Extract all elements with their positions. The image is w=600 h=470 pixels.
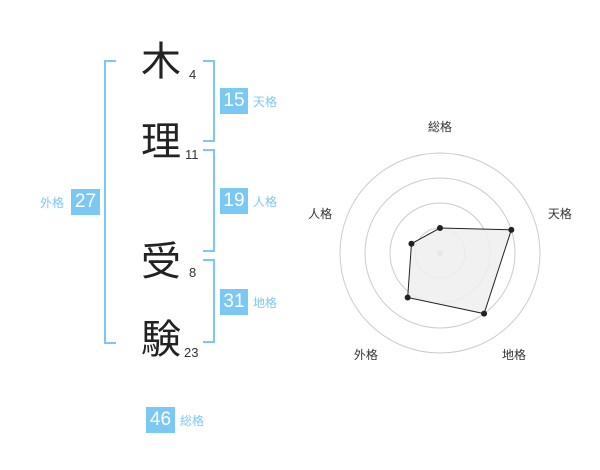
tenkaku-value: 15 <box>220 88 248 114</box>
jinkaku-bracket <box>203 149 215 252</box>
soukaku-value: 46 <box>146 407 175 433</box>
radar-axis-label-5: 人格 <box>308 206 332 221</box>
name-char-3: 受 <box>141 239 181 285</box>
radar-axis-label-4: 外格 <box>354 347 378 360</box>
tenkaku-bracket <box>203 60 215 142</box>
radar-point-3 <box>481 310 488 317</box>
radar-data-area <box>407 227 513 315</box>
gaikaku-label: 外格 <box>40 196 65 210</box>
stroke-count-2: 11 <box>185 147 199 162</box>
radar-axis-label-2: 天格 <box>548 206 572 221</box>
radar-point-4 <box>404 294 411 301</box>
radar-axis-label-3: 地格 <box>502 347 526 360</box>
gaikaku-bracket <box>104 60 116 344</box>
name-char-1: 木 <box>141 39 181 85</box>
radar-point-5 <box>408 240 415 247</box>
radar-ring-4 <box>339 152 541 354</box>
name-char-4: 験 <box>141 317 181 363</box>
jinkaku-value: 19 <box>220 188 248 214</box>
chikaku-value: 31 <box>220 289 248 315</box>
tenkaku-label: 天格 <box>253 95 278 109</box>
stroke-count-1: 4 <box>189 67 197 82</box>
name-char-2: 理 <box>141 119 181 165</box>
chikaku-bracket <box>203 259 215 343</box>
radar-axis-label-1: 総格 <box>428 119 452 134</box>
radar-ring-3 <box>364 177 516 329</box>
radar-point-2 <box>508 226 515 233</box>
radar-point-1 <box>437 225 443 231</box>
jinkaku-label: 人格 <box>253 195 278 209</box>
gaikaku-value: 27 <box>71 189 100 215</box>
soukaku-label: 総格 <box>180 414 205 428</box>
chikaku-label: 地格 <box>253 296 278 310</box>
stroke-count-3: 8 <box>189 265 197 280</box>
stroke-count-4: 23 <box>184 345 199 360</box>
